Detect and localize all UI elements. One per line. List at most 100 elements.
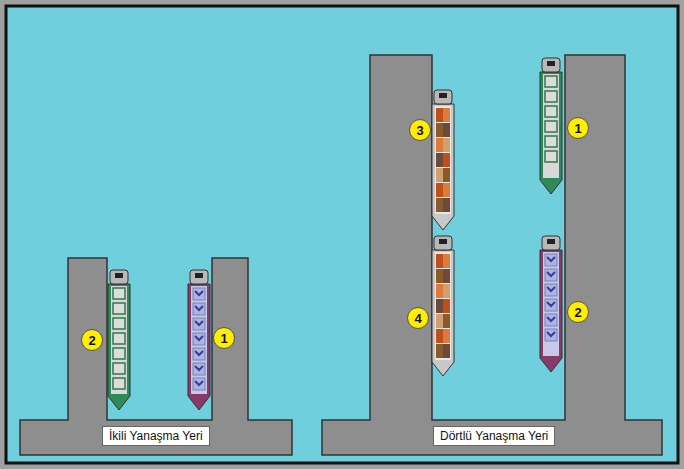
container: [443, 168, 450, 182]
ship-hull: [432, 250, 454, 376]
hold: [545, 121, 557, 132]
callout-text: 3: [416, 123, 423, 138]
cargo-mark: [195, 351, 203, 355]
hold: [113, 378, 125, 389]
cargo-mark: [195, 321, 203, 325]
cargo: [193, 303, 205, 315]
cargo-mark: [547, 287, 555, 291]
callout-number: 2: [567, 301, 589, 323]
ship-deck: [435, 252, 451, 360]
container: [436, 183, 443, 197]
ship-bridge: [190, 270, 208, 284]
ship: [540, 58, 562, 194]
ship: [540, 236, 562, 372]
cargo: [193, 363, 205, 375]
container: [436, 254, 443, 268]
cargo: [545, 284, 557, 296]
ship: [188, 270, 210, 410]
cargo: [545, 269, 557, 281]
ship-bridge: [434, 90, 452, 104]
ship-deck: [435, 106, 451, 214]
callout-text: 4: [414, 311, 421, 326]
cargo-mark: [547, 302, 555, 306]
container: [436, 284, 443, 298]
container: [443, 344, 450, 358]
cargo: [193, 288, 205, 300]
callout-text: 2: [574, 305, 581, 320]
ship-bridge: [542, 58, 560, 72]
cargo-mark: [547, 257, 555, 261]
container: [436, 329, 443, 343]
cargo: [193, 378, 205, 390]
cargo-mark: [547, 332, 555, 336]
cargo-mark: [195, 336, 203, 340]
ship-hull: [188, 284, 210, 410]
hold: [545, 76, 557, 87]
hold: [113, 333, 125, 344]
callout-number: 1: [567, 117, 589, 139]
container: [436, 168, 443, 182]
container: [443, 284, 450, 298]
hold: [545, 136, 557, 147]
ship-deck: [191, 286, 207, 394]
cargo-mark: [195, 291, 203, 295]
hold: [113, 288, 125, 299]
hold: [545, 91, 557, 102]
hold: [113, 303, 125, 314]
container: [443, 329, 450, 343]
cargo-mark: [547, 272, 555, 276]
ship-deck: [543, 74, 559, 178]
callout-text: 1: [574, 121, 581, 136]
callout-number: 4: [407, 307, 429, 329]
ship-window: [547, 239, 555, 244]
callout-text: 2: [88, 333, 95, 348]
callout-text: 1: [220, 331, 227, 346]
ship-hull: [540, 250, 562, 372]
container: [443, 153, 450, 167]
hold: [113, 318, 125, 329]
container: [436, 344, 443, 358]
berth-label: Dörtlü Yanaşma Yeri: [433, 426, 555, 446]
ship-window: [439, 239, 447, 244]
hold: [113, 363, 125, 374]
container: [443, 254, 450, 268]
label-text: İkili Yanaşma Yeri: [109, 429, 203, 443]
ships: [108, 58, 562, 410]
ship-window: [439, 93, 447, 98]
cargo: [545, 299, 557, 311]
ship: [432, 90, 454, 230]
cargo-mark: [195, 381, 203, 385]
callout-number: 3: [409, 119, 431, 141]
cargo-mark: [195, 306, 203, 310]
ship-window: [547, 61, 555, 66]
hold: [113, 348, 125, 359]
ship-hull: [432, 104, 454, 230]
callout-number: 1: [213, 327, 235, 349]
ship-bridge: [434, 236, 452, 250]
label-text: Dörtlü Yanaşma Yeri: [440, 429, 548, 443]
ship: [432, 236, 454, 376]
container: [436, 108, 443, 122]
ship-window: [195, 273, 203, 278]
ship-bridge: [542, 236, 560, 250]
hold: [545, 151, 557, 162]
container: [436, 138, 443, 152]
cargo-mark: [547, 317, 555, 321]
cargo: [545, 314, 557, 326]
container: [443, 198, 450, 212]
ship-hull: [540, 72, 562, 194]
container: [443, 183, 450, 197]
ship-window: [115, 273, 123, 278]
cargo: [545, 254, 557, 266]
container: [443, 269, 450, 283]
cargo-mark: [195, 366, 203, 370]
cargo: [193, 318, 205, 330]
ship-deck: [111, 286, 127, 394]
container: [436, 299, 443, 313]
container: [443, 108, 450, 122]
hold: [545, 106, 557, 117]
container: [436, 123, 443, 137]
